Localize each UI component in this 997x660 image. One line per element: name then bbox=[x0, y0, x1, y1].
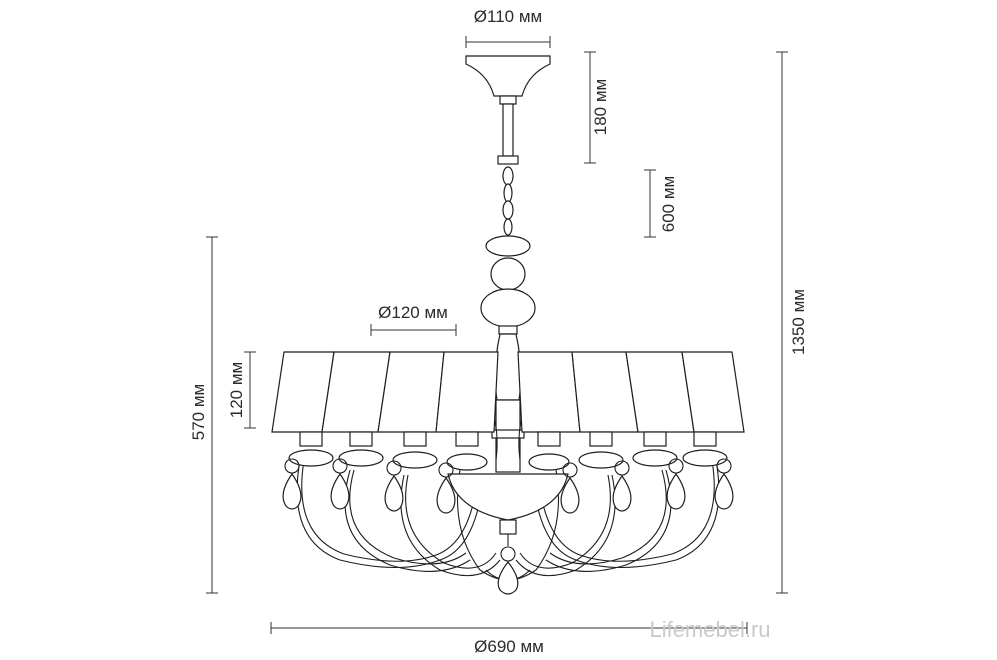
canopy-diameter-label: Ø110 мм bbox=[474, 7, 542, 26]
arms bbox=[296, 402, 720, 581]
lamp-shades bbox=[271, 351, 745, 433]
chain-length-label: 600 мм bbox=[659, 176, 678, 232]
canopy bbox=[465, 55, 551, 105]
watermark: Lifemebel.ru bbox=[649, 617, 770, 642]
overall-diameter-label: Ø690 мм bbox=[474, 637, 544, 656]
shade-height-label: 120 мм bbox=[227, 362, 246, 418]
bowl bbox=[447, 473, 569, 595]
dimension-lines bbox=[206, 36, 788, 634]
canopy-rod-height-label: 180 мм bbox=[591, 79, 610, 135]
body-height-label: 570 мм bbox=[189, 384, 208, 440]
central-column bbox=[480, 235, 536, 473]
total-height-label: 1350 мм bbox=[789, 289, 808, 355]
chain bbox=[502, 166, 514, 236]
rod bbox=[497, 103, 519, 165]
bulb-holders bbox=[288, 431, 728, 471]
crystal-pendants bbox=[282, 458, 734, 514]
shade-diameter-label: Ø120 мм bbox=[378, 303, 448, 322]
